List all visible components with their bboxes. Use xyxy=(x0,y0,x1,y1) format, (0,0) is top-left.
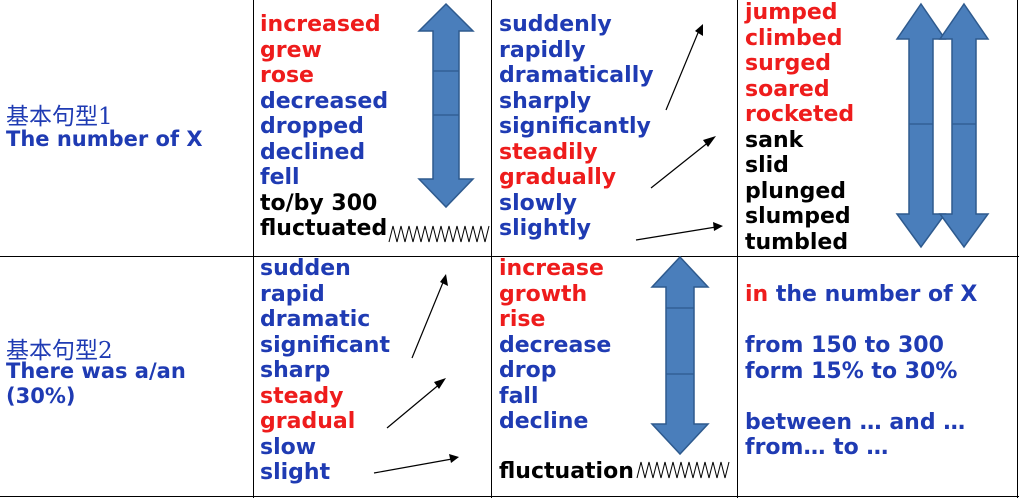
moderate-arrow-icon xyxy=(386,378,446,429)
row1-pattern-title: 基本句型1 xyxy=(6,104,113,130)
row2-pattern-percent: (30%) xyxy=(6,384,76,408)
up-down-arrow-icon xyxy=(417,2,475,209)
gentle-arrow-icon xyxy=(373,454,459,474)
grid-line xyxy=(1017,0,1018,498)
word-item: soared xyxy=(745,76,830,102)
word-item: declined xyxy=(260,139,366,165)
word-item: jumped xyxy=(745,0,838,25)
word-item: fall xyxy=(499,383,539,409)
word-item: decrease xyxy=(499,332,612,358)
grid-line xyxy=(0,256,1019,257)
phrase-list: in the number of X from 150 to 300 form … xyxy=(745,282,977,461)
row1-label-cell: 基本句型1 The number of X xyxy=(0,0,253,256)
word-item: decreased xyxy=(260,88,389,114)
grid-line xyxy=(253,0,254,498)
word-item: sank xyxy=(745,127,804,153)
word-item: tumbled xyxy=(745,229,849,255)
word-item: steady xyxy=(260,383,344,409)
word-item: sharp xyxy=(260,358,331,383)
word-item: significant xyxy=(260,332,390,358)
grid-line xyxy=(737,0,738,498)
steep-arrow-icon xyxy=(411,274,448,359)
grid-line xyxy=(0,496,1019,497)
phrase-number-of-x: the number of X xyxy=(768,282,978,307)
grid-line xyxy=(491,0,492,498)
word-item: slowly xyxy=(499,190,577,216)
word-item: increase xyxy=(499,256,604,281)
steep-arrow-icon xyxy=(665,24,703,111)
word-item: surged xyxy=(745,51,832,76)
row2-label-cell: 基本句型2 There was a/an (30%) xyxy=(0,257,253,496)
row1-pattern-text: The number of X xyxy=(6,127,203,151)
word-item: rose xyxy=(260,63,314,88)
word-item: slightly xyxy=(499,216,591,241)
up-down-arrow-icon xyxy=(895,2,947,249)
word-item: slow xyxy=(260,434,317,460)
word-item: plunged xyxy=(745,178,847,204)
wave-icon xyxy=(636,461,730,479)
word-item: slight xyxy=(260,460,331,485)
word-item: grew xyxy=(260,37,322,63)
word-item: rise xyxy=(499,307,546,332)
wave-icon xyxy=(388,225,490,243)
word-item: gradually xyxy=(499,165,617,190)
row2-pattern-text: There was a/an xyxy=(6,359,186,383)
word-item: rapid xyxy=(260,281,325,307)
up-down-arrow-icon xyxy=(650,255,710,456)
word-item: slumped xyxy=(745,204,851,229)
word-item: fluctuated xyxy=(260,216,388,241)
moderate-arrow-icon xyxy=(650,136,716,189)
word-item: sudden xyxy=(260,256,351,281)
word-item: increased xyxy=(260,12,381,37)
row2-pattern-title: 基本句型2 xyxy=(6,338,113,364)
word-item: dramatically xyxy=(499,63,654,88)
word-item: sharply xyxy=(499,88,592,114)
word-item: dropped xyxy=(260,114,364,139)
gentle-arrow-icon xyxy=(635,222,723,241)
word-item: suddenly xyxy=(499,12,612,37)
word-item: steadily xyxy=(499,139,598,165)
word-item: rocketed xyxy=(745,102,855,127)
word-item: decline xyxy=(499,409,589,434)
word-item: significantly xyxy=(499,114,651,139)
word-item: slid xyxy=(745,153,789,178)
word-item: climbed xyxy=(745,25,843,51)
word-item: to/by 300 xyxy=(260,190,378,216)
phrase-between-and: between … and … xyxy=(745,409,966,435)
fluctuation-word: fluctuation xyxy=(499,459,634,484)
phrase-in: in xyxy=(745,282,769,307)
up-down-arrow-icon xyxy=(938,2,990,249)
word-item: fell xyxy=(260,165,300,190)
word-item: rapidly xyxy=(499,37,586,63)
word-item: growth xyxy=(499,281,588,307)
word-item: drop xyxy=(499,358,557,383)
phrase-range-percent: form 15% to 30% xyxy=(745,358,958,384)
word-item: gradual xyxy=(260,409,356,434)
phrase-range-numbers: from 150 to 300 xyxy=(745,333,944,358)
phrase-from-to: from… to … xyxy=(745,435,889,460)
word-item: dramatic xyxy=(260,307,371,332)
